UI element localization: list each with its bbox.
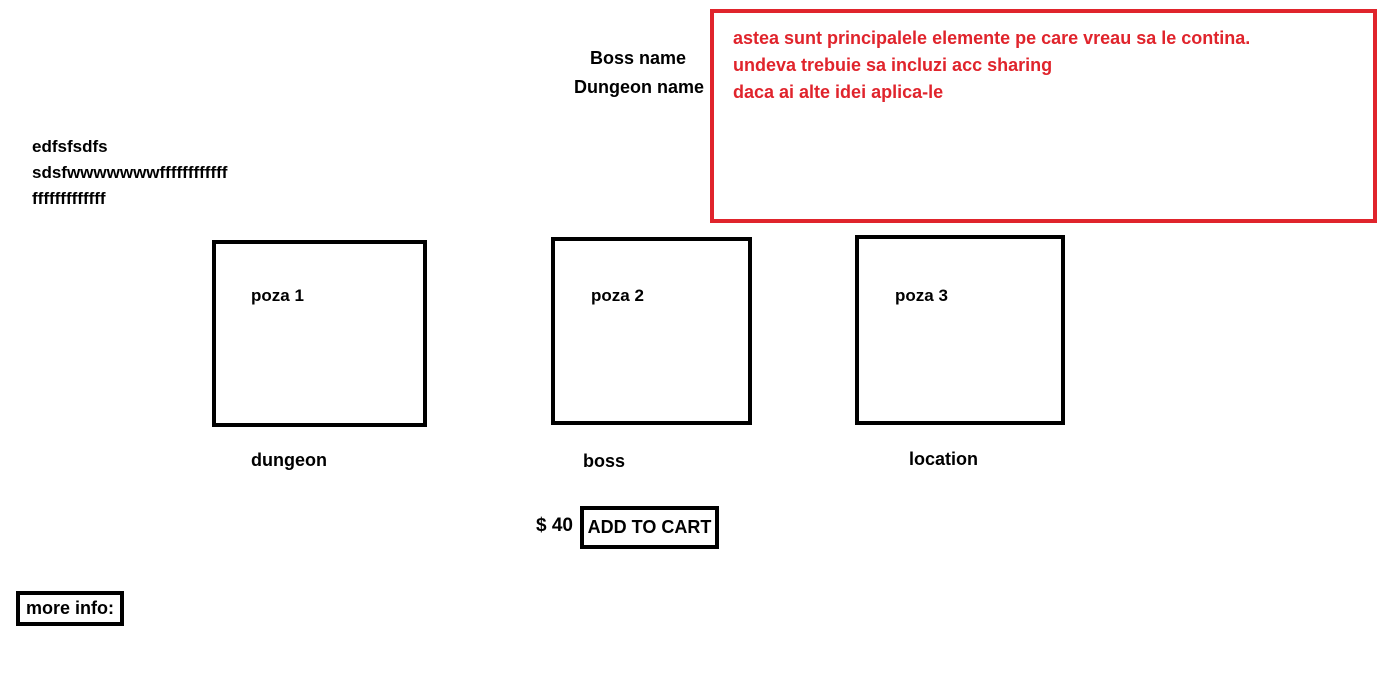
description-line: fffffffffffff [32, 189, 106, 208]
notes-line: undeva trebuie sa incluzi acc sharing [733, 55, 1053, 75]
photo-2-boss[interactable]: poza 2 [551, 237, 752, 425]
photo-2-caption: boss [583, 451, 626, 471]
photo-3-location[interactable]: poza 3 [855, 235, 1065, 425]
photo-label: poza 2 [591, 286, 644, 305]
price: $ 40 [536, 515, 573, 536]
description-line: edfsfsdfs [32, 137, 108, 156]
description-line: sdsfwwwwwwwffffffffffff [32, 163, 228, 182]
photo-1-dungeon[interactable]: poza 1 [212, 240, 427, 427]
dungeon-name-label: Dungeon name [573, 77, 704, 97]
add-to-cart-button[interactable]: ADD TO CART [580, 506, 719, 549]
notes-line: daca ai alte idei aplica-le [733, 82, 944, 102]
photo-3-caption: location [909, 449, 979, 469]
photo-1-caption: dungeon [251, 450, 327, 470]
more-info-button[interactable]: more info: [16, 591, 124, 626]
photo-label: poza 3 [895, 286, 948, 305]
photo-label: poza 1 [251, 286, 304, 305]
notes-box: astea sunt principalele elemente pe care… [710, 9, 1377, 223]
boss-name-label: Boss name [589, 48, 686, 68]
notes-line: astea sunt principalele elemente pe care… [733, 28, 1251, 48]
